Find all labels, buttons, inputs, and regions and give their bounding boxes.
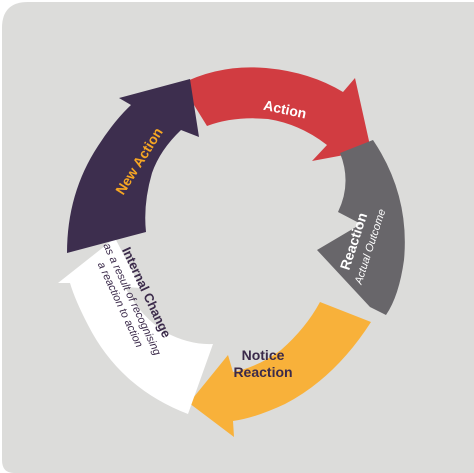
arrow-internal-change <box>58 238 213 414</box>
step-label-reaction-2: Reaction <box>233 364 292 380</box>
step-label-notice: Notice <box>242 347 285 363</box>
label-notice-reaction: Notice Reaction <box>233 347 292 380</box>
arrow-new-action <box>67 79 199 253</box>
arrow-action <box>181 67 371 161</box>
arrow-reaction <box>317 140 405 315</box>
arrow-notice-reaction <box>189 302 371 437</box>
